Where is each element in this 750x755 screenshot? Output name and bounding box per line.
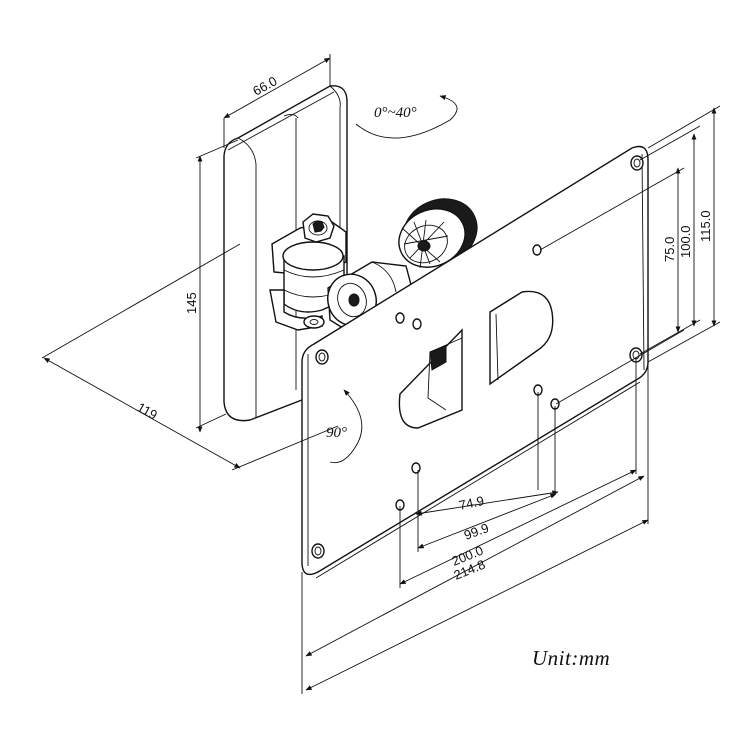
dimension-lines (41, 54, 721, 694)
dim-hole-v-small: 75.0 (662, 237, 677, 262)
unit-label: Unit:mm (532, 646, 611, 670)
dim-hole-v-mid: 100.0 (678, 225, 693, 258)
rotate-angle-label: 90° (326, 425, 347, 441)
tilt-angle-label: 0°~40° (374, 105, 417, 121)
hex-bolt-icon (302, 213, 335, 243)
vesa-plate (301, 145, 649, 579)
dim-arm-height: 145 (184, 292, 199, 314)
dim-arm-depth: 119 (135, 400, 160, 423)
dim-hole-h-small: 74.9 (458, 493, 486, 513)
dim-hole-h-mid: 99.9 (462, 520, 491, 543)
adjustment-knob-icon (398, 198, 478, 269)
dim-plate-height: 115.0 (698, 210, 713, 242)
